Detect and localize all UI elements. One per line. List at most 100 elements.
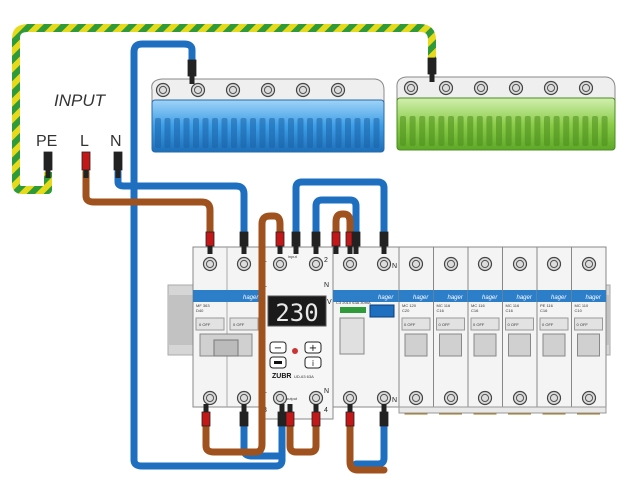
breaker-toggle[interactable]: [577, 333, 600, 357]
rcd-test-button[interactable]: [369, 304, 395, 318]
rcd-toggle[interactable]: [339, 317, 365, 355]
breaker-toggle[interactable]: [508, 333, 531, 357]
screw-icon[interactable]: [202, 390, 218, 406]
neutral-busbar: [151, 78, 385, 153]
relay-input-label: input: [288, 254, 298, 259]
breaker-rating: C16: [437, 308, 445, 313]
screw-icon[interactable]: [473, 80, 489, 96]
relay-plus-button[interactable]: [304, 341, 322, 354]
breaker-switch-label: 0 OFF: [542, 322, 554, 327]
module-ferrule: [201, 404, 211, 427]
n-label: N: [110, 133, 122, 150]
screw-icon[interactable]: [155, 82, 171, 98]
module-ferrule: [275, 231, 285, 254]
menu-icon: [274, 361, 282, 364]
relay-unit: V: [327, 299, 332, 306]
breaker-toggle[interactable]: [542, 333, 566, 357]
breaker-toggle[interactable]: [404, 333, 428, 357]
screw-icon[interactable]: [272, 390, 288, 406]
relay-model: ZUBR: [272, 373, 291, 380]
screw-icon[interactable]: [477, 256, 493, 272]
relay-terminal-2: 2: [324, 257, 328, 264]
rcd-n-bottom: N: [392, 397, 397, 404]
n-ferrule: [113, 151, 123, 178]
screw-icon[interactable]: [477, 390, 493, 406]
breaker-switch-label: 0 OFF: [473, 322, 485, 327]
module-ferrule: [311, 404, 321, 427]
rcd-rating: C3 2010 63A 30mA: [336, 300, 371, 305]
module-ferrule: [239, 231, 249, 254]
earth-busbar: [396, 76, 616, 151]
screw-icon[interactable]: [543, 80, 559, 96]
screw-icon[interactable]: [236, 390, 252, 406]
screw-icon[interactable]: [512, 390, 528, 406]
screw-icon[interactable]: [408, 256, 424, 272]
l-ferrule: [81, 151, 91, 178]
earth-busbar-ferrule: [427, 57, 437, 82]
breaker-code: MC 120: [402, 303, 417, 308]
screw-icon[interactable]: [508, 80, 524, 96]
main-breaker-code: MF 363: [196, 303, 210, 308]
screw-icon[interactable]: [295, 82, 311, 98]
screw-icon[interactable]: [376, 390, 392, 406]
screw-icon[interactable]: [546, 390, 562, 406]
main-breaker-brand: hager: [243, 295, 259, 301]
breaker-rating: C16: [471, 308, 479, 313]
minus-icon: −: [274, 343, 282, 354]
relay-info-button[interactable]: [304, 356, 322, 369]
relay-led: [292, 348, 298, 354]
breaker-switch-label: 0 OFF: [577, 322, 589, 327]
relay-minus-button[interactable]: [269, 341, 287, 354]
pe-ferrule: [43, 151, 53, 178]
screw-icon[interactable]: [308, 256, 324, 272]
screw-icon[interactable]: [376, 256, 392, 272]
breaker-toggle[interactable]: [473, 333, 497, 357]
relay-display: 230: [275, 299, 318, 327]
wire-ferrules: [43, 57, 437, 427]
main-breaker-sub: D40: [196, 308, 204, 313]
screw-icon[interactable]: [403, 80, 419, 96]
breaker-switch-label: 0 OFF: [508, 322, 520, 327]
l-label: L: [80, 133, 89, 150]
module-ferrule: [379, 231, 389, 254]
breaker-brand: hager: [517, 295, 533, 301]
relay-n-top: N: [324, 282, 329, 289]
screw-icon[interactable]: [225, 82, 241, 98]
screw-icon[interactable]: [236, 256, 252, 272]
screw-icon[interactable]: [190, 82, 206, 98]
screw-icon[interactable]: [581, 390, 597, 406]
screw-icon[interactable]: [330, 82, 346, 98]
screw-icon[interactable]: [578, 80, 594, 96]
module-ferrule: [311, 231, 321, 254]
screw-icon[interactable]: [272, 256, 288, 272]
voltage-relay: 1 2 input L N 230 V − + i ZUBR UD-63 63A…: [260, 246, 334, 420]
breaker-toggle[interactable]: [439, 333, 462, 357]
screw-icon[interactable]: [408, 390, 424, 406]
screw-icon[interactable]: [308, 390, 324, 406]
screw-icon[interactable]: [342, 390, 358, 406]
screw-icon[interactable]: [438, 80, 454, 96]
breaker-code: MC 116: [471, 303, 485, 308]
screw-icon[interactable]: [512, 256, 528, 272]
screw-icon[interactable]: [342, 256, 358, 272]
screw-icon[interactable]: [443, 256, 459, 272]
screw-icon[interactable]: [546, 256, 562, 272]
relay-model-sub: UD-63 63A: [294, 374, 314, 379]
screw-icon[interactable]: [443, 390, 459, 406]
screw-icon[interactable]: [202, 256, 218, 272]
screw-icon[interactable]: [581, 256, 597, 272]
breaker-code: MC 110: [575, 303, 589, 308]
input-label: INPUT: [54, 91, 107, 110]
info-icon: i: [312, 359, 314, 368]
breaker-brand: hager: [448, 295, 464, 301]
breaker-code: MC 116: [506, 303, 520, 308]
rcd-n-top: N: [392, 263, 397, 270]
screw-icon[interactable]: [260, 82, 276, 98]
module-ferrule: [331, 231, 341, 254]
module-ferrule: [285, 404, 295, 427]
